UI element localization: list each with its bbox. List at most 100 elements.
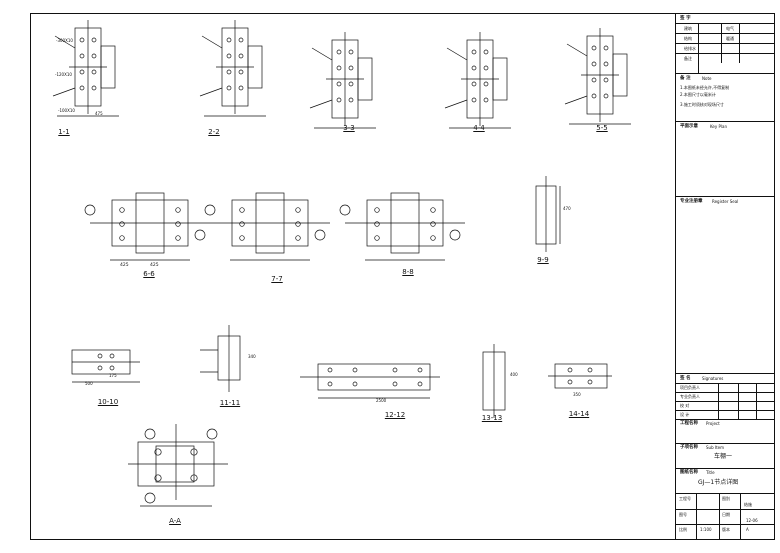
detail-bubble [314,229,326,241]
bolt-hole [603,93,609,99]
drawing-title-sub: Title [706,470,715,475]
section-label-11-11: 11-11 [219,399,241,407]
project-sub: Project [706,421,720,426]
bolt-hole [97,353,103,359]
dim-text: 470 [563,206,571,211]
detail-bubble [84,204,96,216]
bolt-hole [327,381,333,387]
section-label-12-12: 12-12 [384,411,406,419]
section-label-4-4: 4-4 [473,124,485,132]
sign-header: 签 字 [680,16,691,21]
dim-text: 500 [85,381,93,386]
bolt-hole [226,85,232,91]
bolt-hole [79,37,85,43]
bolt-hole [567,379,573,385]
section-label-10-10: 10-10 [97,398,119,406]
note-line: 1.本图纸未经允许,不得复制 [680,85,730,90]
signatures-header: 签 名 [680,376,691,381]
bolt-hole [374,207,380,213]
bolt-hole [603,77,609,83]
bolt-hole [587,367,593,373]
bolt-hole [483,65,489,71]
section-label-8-8: 8-8 [402,268,414,276]
bolt-hole [348,97,354,103]
dim-text: 350 [573,392,581,397]
bolt-hole [417,381,423,387]
dim-text: 425 [120,263,129,268]
leader-line [444,99,468,109]
bolt-hole [336,97,342,103]
bolt-hole [79,85,85,91]
stiffener-plate [612,53,628,97]
bolt-hole [119,235,125,241]
info-cell: 日期 [722,512,730,517]
bolt-hole [295,207,301,213]
bolt-hole [374,221,380,227]
detail-bubble [194,229,206,241]
signatures-sub: Signatures [702,376,724,381]
section-label-5-5: 5-5 [596,124,608,132]
section-label-3-3: 3-3 [343,124,355,132]
bolt-hole [79,53,85,59]
role-cell: 备注 [684,56,692,61]
bolt-hole [175,235,181,241]
bolt-hole [119,221,125,227]
drawing-frame [30,13,775,540]
section-label-A-A: A-A [169,517,181,525]
bolt-hole [336,49,342,55]
bolt-hole [348,65,354,71]
title-block: 签 字 建筑 电气 结构 暖通 给排水 备注 备 注 Note 1.本图纸未经允… [675,13,775,540]
leader-line [311,47,333,61]
role-cell: 结构 [684,36,692,41]
bolt-hole [238,53,244,59]
bolt-hole [567,367,573,373]
leader-line [566,43,588,57]
dim-text: 475 [95,111,103,116]
section-label-9-9: 9-9 [537,256,549,264]
anchor-bolt [190,448,198,456]
leader-line [201,35,223,49]
detail-bubble [339,204,351,216]
bolt-hole [430,207,436,213]
info-cell: 版本 [722,527,730,532]
section-label-14-14: 14-14 [568,410,590,418]
info-cell: 图别 [722,496,730,501]
role-cell: 给排水 [684,46,696,51]
section-label-13-13: 13-13 [481,414,503,422]
sign-row: 设 计 [680,412,690,417]
section-label-1-1: 1-1 [58,128,70,136]
bolt-hole [239,221,245,227]
subitem-value: 车棚一 [714,453,733,460]
bolt-hole [587,379,593,385]
anchor-bolt [154,448,162,456]
bolt-hole [97,365,103,371]
info-cell: 比例 [679,527,687,532]
bolt-hole [175,221,181,227]
bolt-hole [471,97,477,103]
bolt-hole [238,37,244,43]
bolt-hole [352,367,358,373]
anchor-bolt [154,474,162,482]
dim-text: 400 [510,372,518,377]
stiffener-plate [492,57,508,101]
dim-text: -300X10 [56,38,73,43]
section-label-2-2: 2-2 [208,128,220,136]
detail-bubble [449,229,461,241]
dim-text: 340 [248,354,256,359]
bolt-hole [348,81,354,87]
role-cell: 电气 [726,26,734,31]
bolt-hole [239,207,245,213]
bolt-hole [238,85,244,91]
detail-bubble [144,428,156,440]
bolt-hole [79,69,85,75]
bolt-hole [327,367,333,373]
stiffener-plate [247,45,263,89]
bolt-hole [591,77,597,83]
note-line: 3.施工时须核对现场尺寸 [680,102,724,107]
bolt-hole [392,367,398,373]
dim-text: 175 [109,373,117,378]
dim-text: -120X10 [55,72,72,77]
project-header: 工程名称 [680,421,698,426]
